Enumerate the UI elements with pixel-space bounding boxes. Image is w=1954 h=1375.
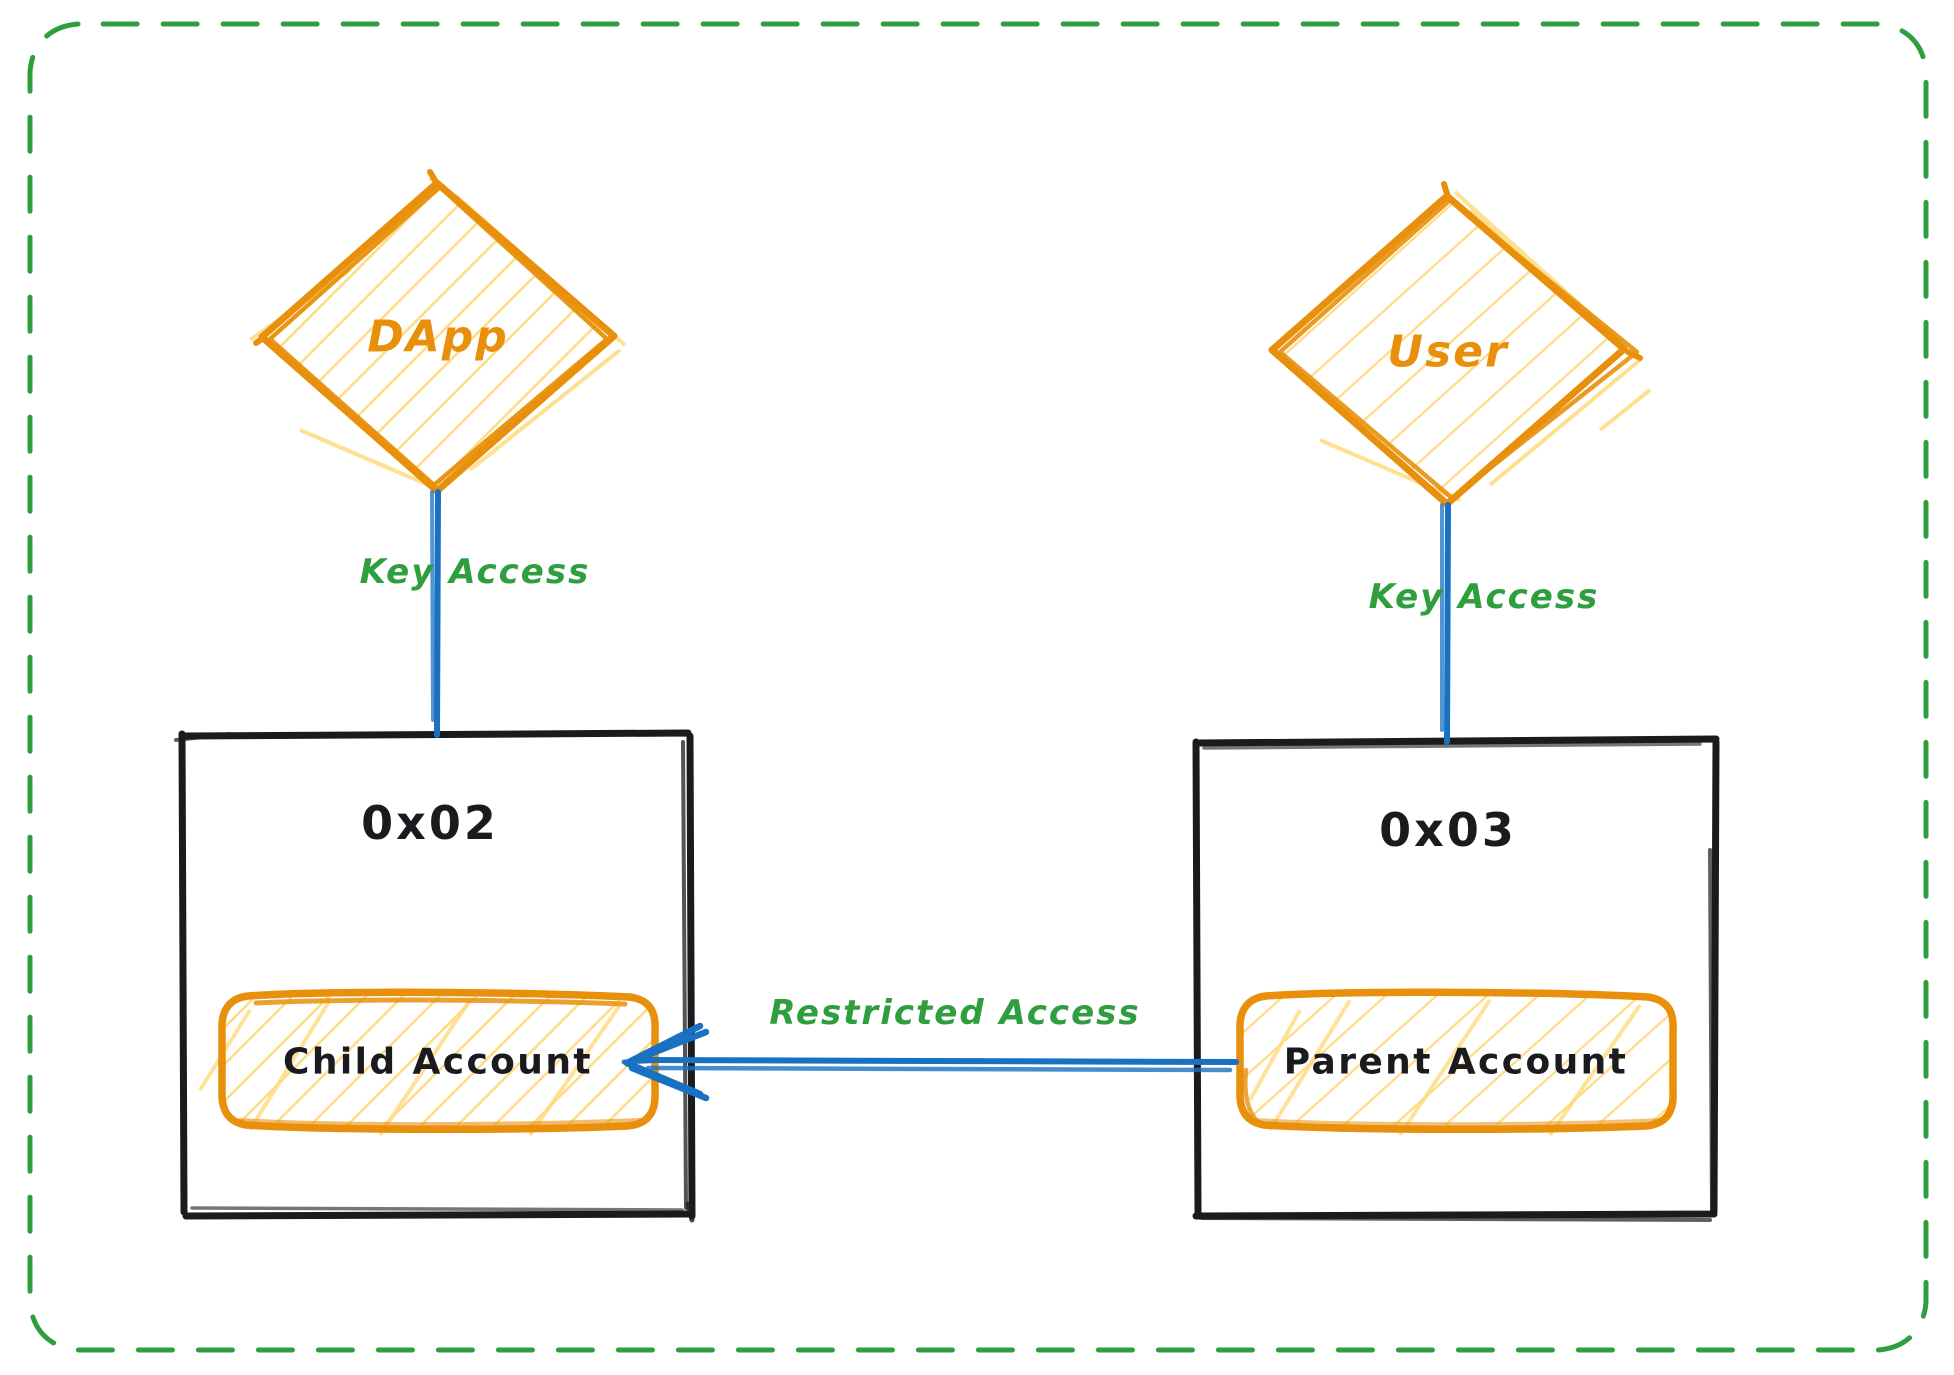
node-child-account[interactable] <box>198 988 659 1137</box>
node-box-0x03[interactable] <box>1192 735 1720 1222</box>
node-dapp[interactable] <box>248 169 627 495</box>
node-box-0x02[interactable] <box>174 729 696 1223</box>
edge-dapp-to-child[interactable] <box>430 489 441 738</box>
arrowhead-icon <box>621 1022 710 1102</box>
node-user[interactable] <box>1268 181 1652 508</box>
edge-user-to-parent[interactable] <box>1440 502 1451 745</box>
frame-border <box>27 21 1929 1353</box>
node-parent-account[interactable] <box>1236 988 1677 1137</box>
edge-parent-to-child[interactable] <box>621 1022 1239 1102</box>
